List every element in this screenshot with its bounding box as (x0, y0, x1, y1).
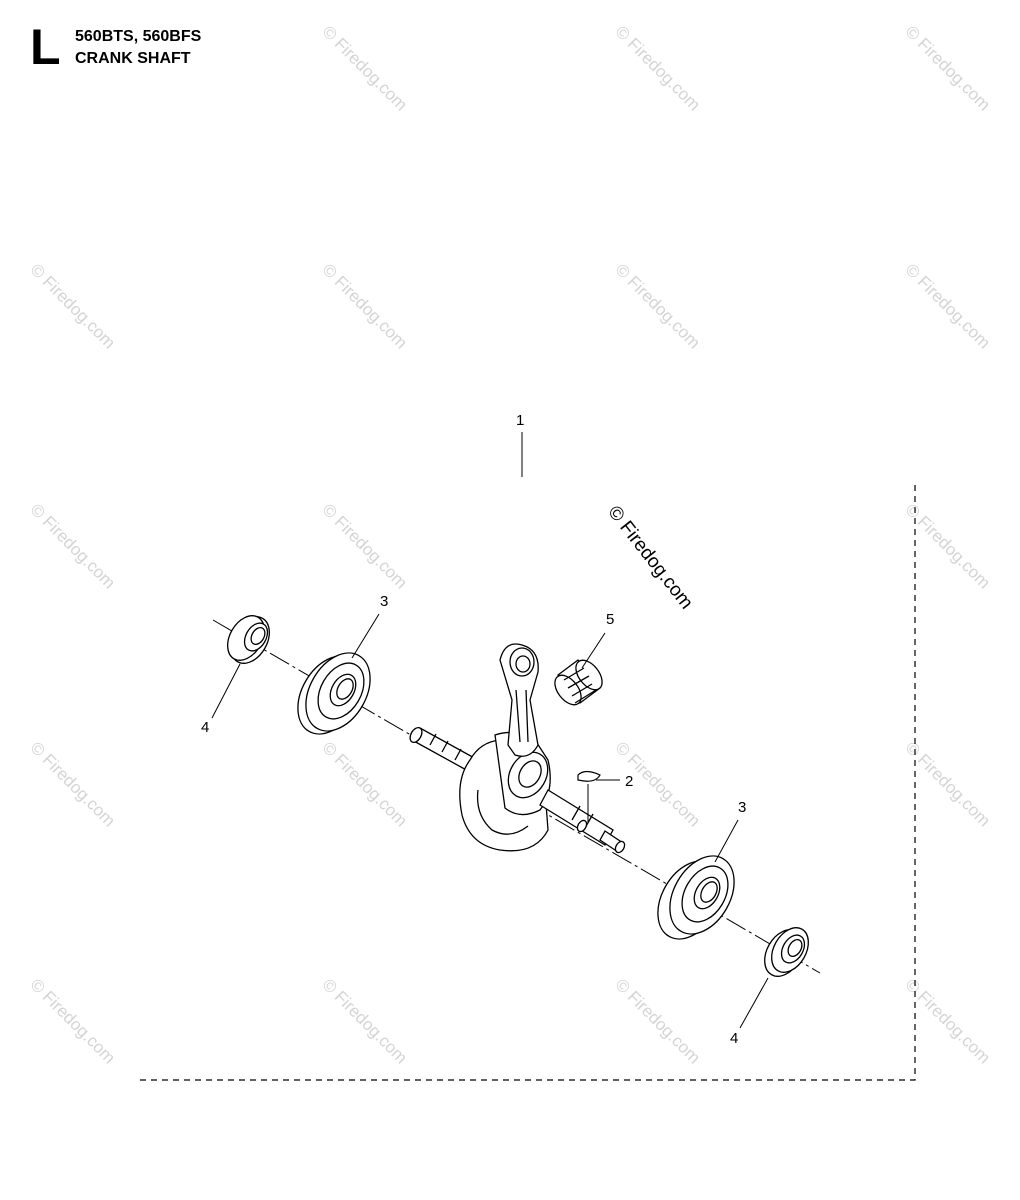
ball-bearing-right (657, 855, 735, 940)
needle-bearing (554, 659, 603, 706)
crankshaft (409, 726, 626, 854)
ball-bearing-left (297, 652, 371, 735)
leader-3-right (714, 819, 739, 863)
callout-5: 5 (606, 611, 614, 628)
callout-3-left: 3 (380, 593, 388, 610)
model-numbers: 560BTS, 560BFS (75, 28, 202, 45)
oil-seal-right (764, 927, 809, 977)
oil-seal-left (227, 615, 270, 664)
leader-3-left (351, 613, 380, 659)
assembly-boundary (135, 485, 916, 1081)
leader-4-left (211, 663, 241, 719)
callout-4-left: 4 (201, 719, 209, 736)
diagram-title: CRANK SHAFT (75, 50, 191, 67)
section-letter: L (30, 19, 61, 75)
callout-1: 1 (516, 412, 524, 429)
leader-4-right (739, 977, 769, 1029)
callout-2: 2 (625, 773, 633, 790)
woodruff-key (577, 770, 601, 782)
leader-5 (581, 632, 606, 669)
callout-3-right: 3 (738, 799, 746, 816)
callout-4-right: 4 (730, 1030, 738, 1047)
connecting-rod (499, 643, 539, 757)
